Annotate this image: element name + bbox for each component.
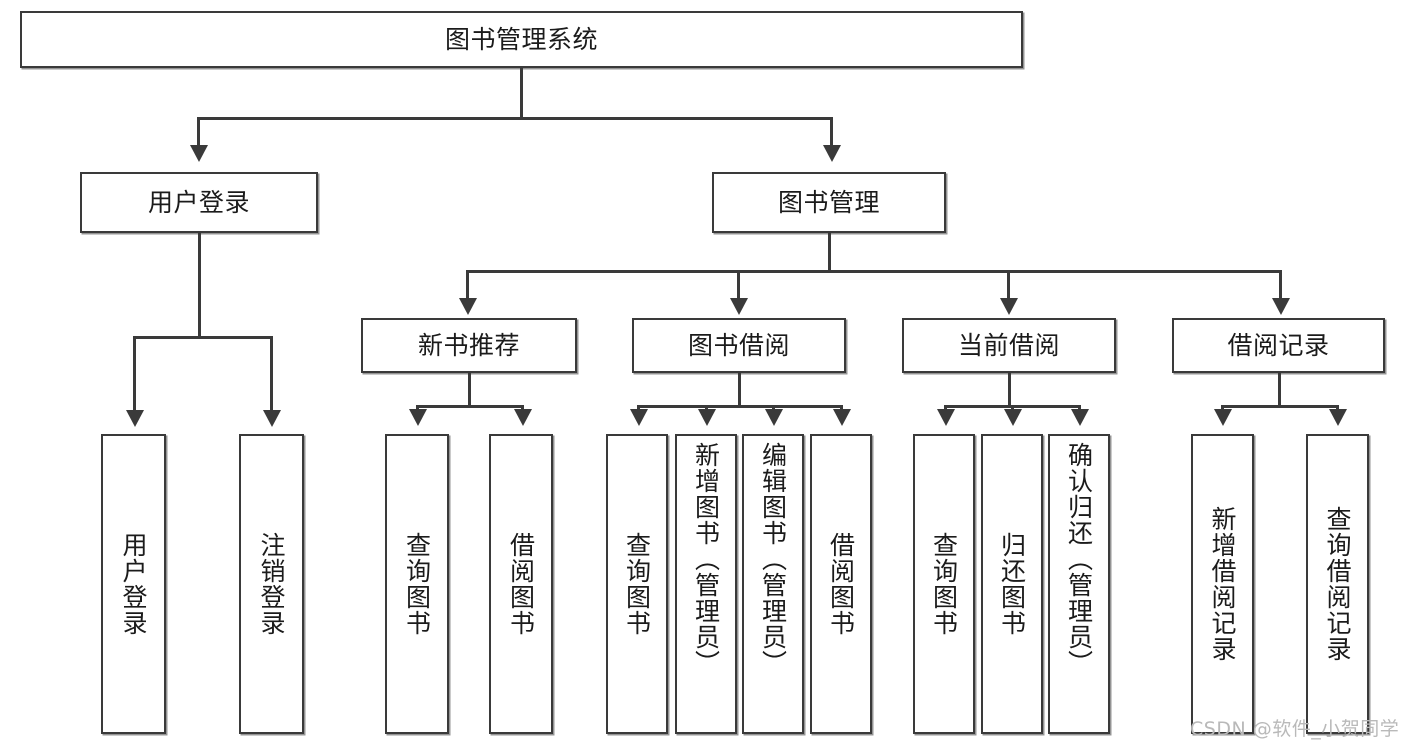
connector-borrow-record-bus: [1221, 405, 1339, 408]
leaf-query-record[interactable]: 查询借阅记录: [1306, 434, 1369, 734]
connector-book-borrow-stem: [738, 373, 741, 407]
node-book-borrow[interactable]: 图书借阅: [632, 318, 846, 373]
leaf-borrow-book-2[interactable]: 借阅图书: [810, 434, 872, 734]
watermark-text: CSDN @软件_小贺同学: [1190, 718, 1400, 740]
leaf-return-book[interactable]: 归还图书: [981, 434, 1043, 734]
connector-drop-new-book-recommend: [466, 270, 469, 300]
arrow-leaf-logout: [263, 410, 281, 427]
connector-book-management-stem: [828, 233, 831, 272]
connector-current-borrow-stem: [1008, 373, 1011, 407]
node-label: 图书管理系统: [444, 25, 598, 54]
leaf-label: 查询图书: [929, 532, 959, 636]
node-label: 用户登录: [147, 188, 250, 217]
arrow-borrow-record: [1272, 298, 1290, 315]
arrow-book-management: [823, 145, 841, 162]
leaf-confirm-return[interactable]: 确认归还（管理员）: [1048, 434, 1110, 734]
arrow-leaf-confirm-return: [1071, 409, 1089, 426]
leaf-query-book-3[interactable]: 查询图书: [913, 434, 975, 734]
leaf-label: 查询图书: [622, 532, 652, 636]
node-book-management-system[interactable]: 图书管理系统: [20, 11, 1023, 68]
leaf-borrow-book-1[interactable]: 借阅图书: [489, 434, 553, 734]
node-book-management[interactable]: 图书管理: [712, 172, 946, 233]
arrow-leaf-return-book: [1004, 409, 1022, 426]
node-borrow-record[interactable]: 借阅记录: [1172, 318, 1385, 373]
arrow-current-borrow: [1000, 298, 1018, 315]
leaf-label: 借阅图书: [506, 532, 536, 636]
connector-new-book-recommend-bus: [416, 405, 524, 408]
connector-level2-bus: [466, 270, 1282, 273]
node-label: 当前借阅: [957, 331, 1060, 360]
connector-root-stem: [520, 68, 523, 118]
connector-drop-current-borrow: [1007, 270, 1010, 300]
node-label: 新书推荐: [417, 331, 520, 360]
leaf-label: 借阅图书: [826, 532, 856, 636]
connector-drop-leaf-logout: [270, 336, 273, 412]
connector-user-login-stem: [198, 233, 201, 337]
arrow-book-borrow: [730, 298, 748, 315]
leaf-label: 编辑图书（管理员）: [758, 442, 788, 676]
csdn-watermark: CSDN @软件_小贺同学: [1190, 714, 1399, 741]
arrow-new-book-recommend: [459, 298, 477, 315]
arrow-leaf-add-record: [1214, 409, 1232, 426]
connector-drop-book-management: [830, 117, 833, 147]
leaf-query-book-2[interactable]: 查询图书: [606, 434, 668, 734]
connector-new-book-recommend-stem: [468, 373, 471, 407]
leaf-label: 查询图书: [402, 532, 432, 636]
leaf-label: 新增借阅记录: [1208, 506, 1237, 662]
leaf-label: 用户登录: [119, 532, 148, 636]
leaf-label: 新增图书（管理员）: [691, 442, 721, 676]
leaf-add-record[interactable]: 新增借阅记录: [1191, 434, 1254, 734]
arrow-leaf-add-book: [698, 409, 716, 426]
connector-drop-borrow-record: [1279, 270, 1282, 300]
connector-drop-user-login: [197, 117, 200, 147]
connector-drop-book-borrow: [737, 270, 740, 300]
node-user-login[interactable]: 用户登录: [80, 172, 318, 233]
arrow-leaf-query-book-1: [409, 409, 427, 426]
node-label: 借阅记录: [1227, 331, 1330, 360]
leaf-label: 确认归还（管理员）: [1064, 442, 1094, 676]
arrow-leaf-borrow-book-1: [514, 409, 532, 426]
connector-user-login-bus: [133, 336, 273, 339]
leaf-label: 归还图书: [997, 532, 1027, 636]
leaf-edit-book[interactable]: 编辑图书（管理员）: [742, 434, 804, 734]
arrow-leaf-edit-book: [765, 409, 783, 426]
node-new-book-recommend[interactable]: 新书推荐: [361, 318, 577, 373]
connector-drop-leaf-user-login: [133, 336, 136, 412]
leaf-add-book[interactable]: 新增图书（管理员）: [675, 434, 737, 734]
connector-borrow-record-stem: [1278, 373, 1281, 407]
arrow-leaf-borrow-book-2: [833, 409, 851, 426]
leaf-logout[interactable]: 注销登录: [239, 434, 304, 734]
leaf-label: 注销登录: [257, 532, 286, 636]
node-label: 图书管理: [777, 188, 880, 217]
arrow-leaf-query-book-2: [630, 409, 648, 426]
leaf-user-login[interactable]: 用户登录: [101, 434, 166, 734]
node-label: 图书借阅: [687, 331, 790, 360]
leaf-label: 查询借阅记录: [1323, 506, 1352, 662]
node-current-borrow[interactable]: 当前借阅: [902, 318, 1116, 373]
arrow-leaf-user-login: [126, 410, 144, 427]
arrow-leaf-query-record: [1329, 409, 1347, 426]
connector-level1-bus: [197, 117, 833, 120]
arrow-user-login: [190, 145, 208, 162]
arrow-leaf-query-book-3: [937, 409, 955, 426]
connector-book-borrow-bus: [637, 405, 843, 408]
leaf-query-book-1[interactable]: 查询图书: [385, 434, 449, 734]
